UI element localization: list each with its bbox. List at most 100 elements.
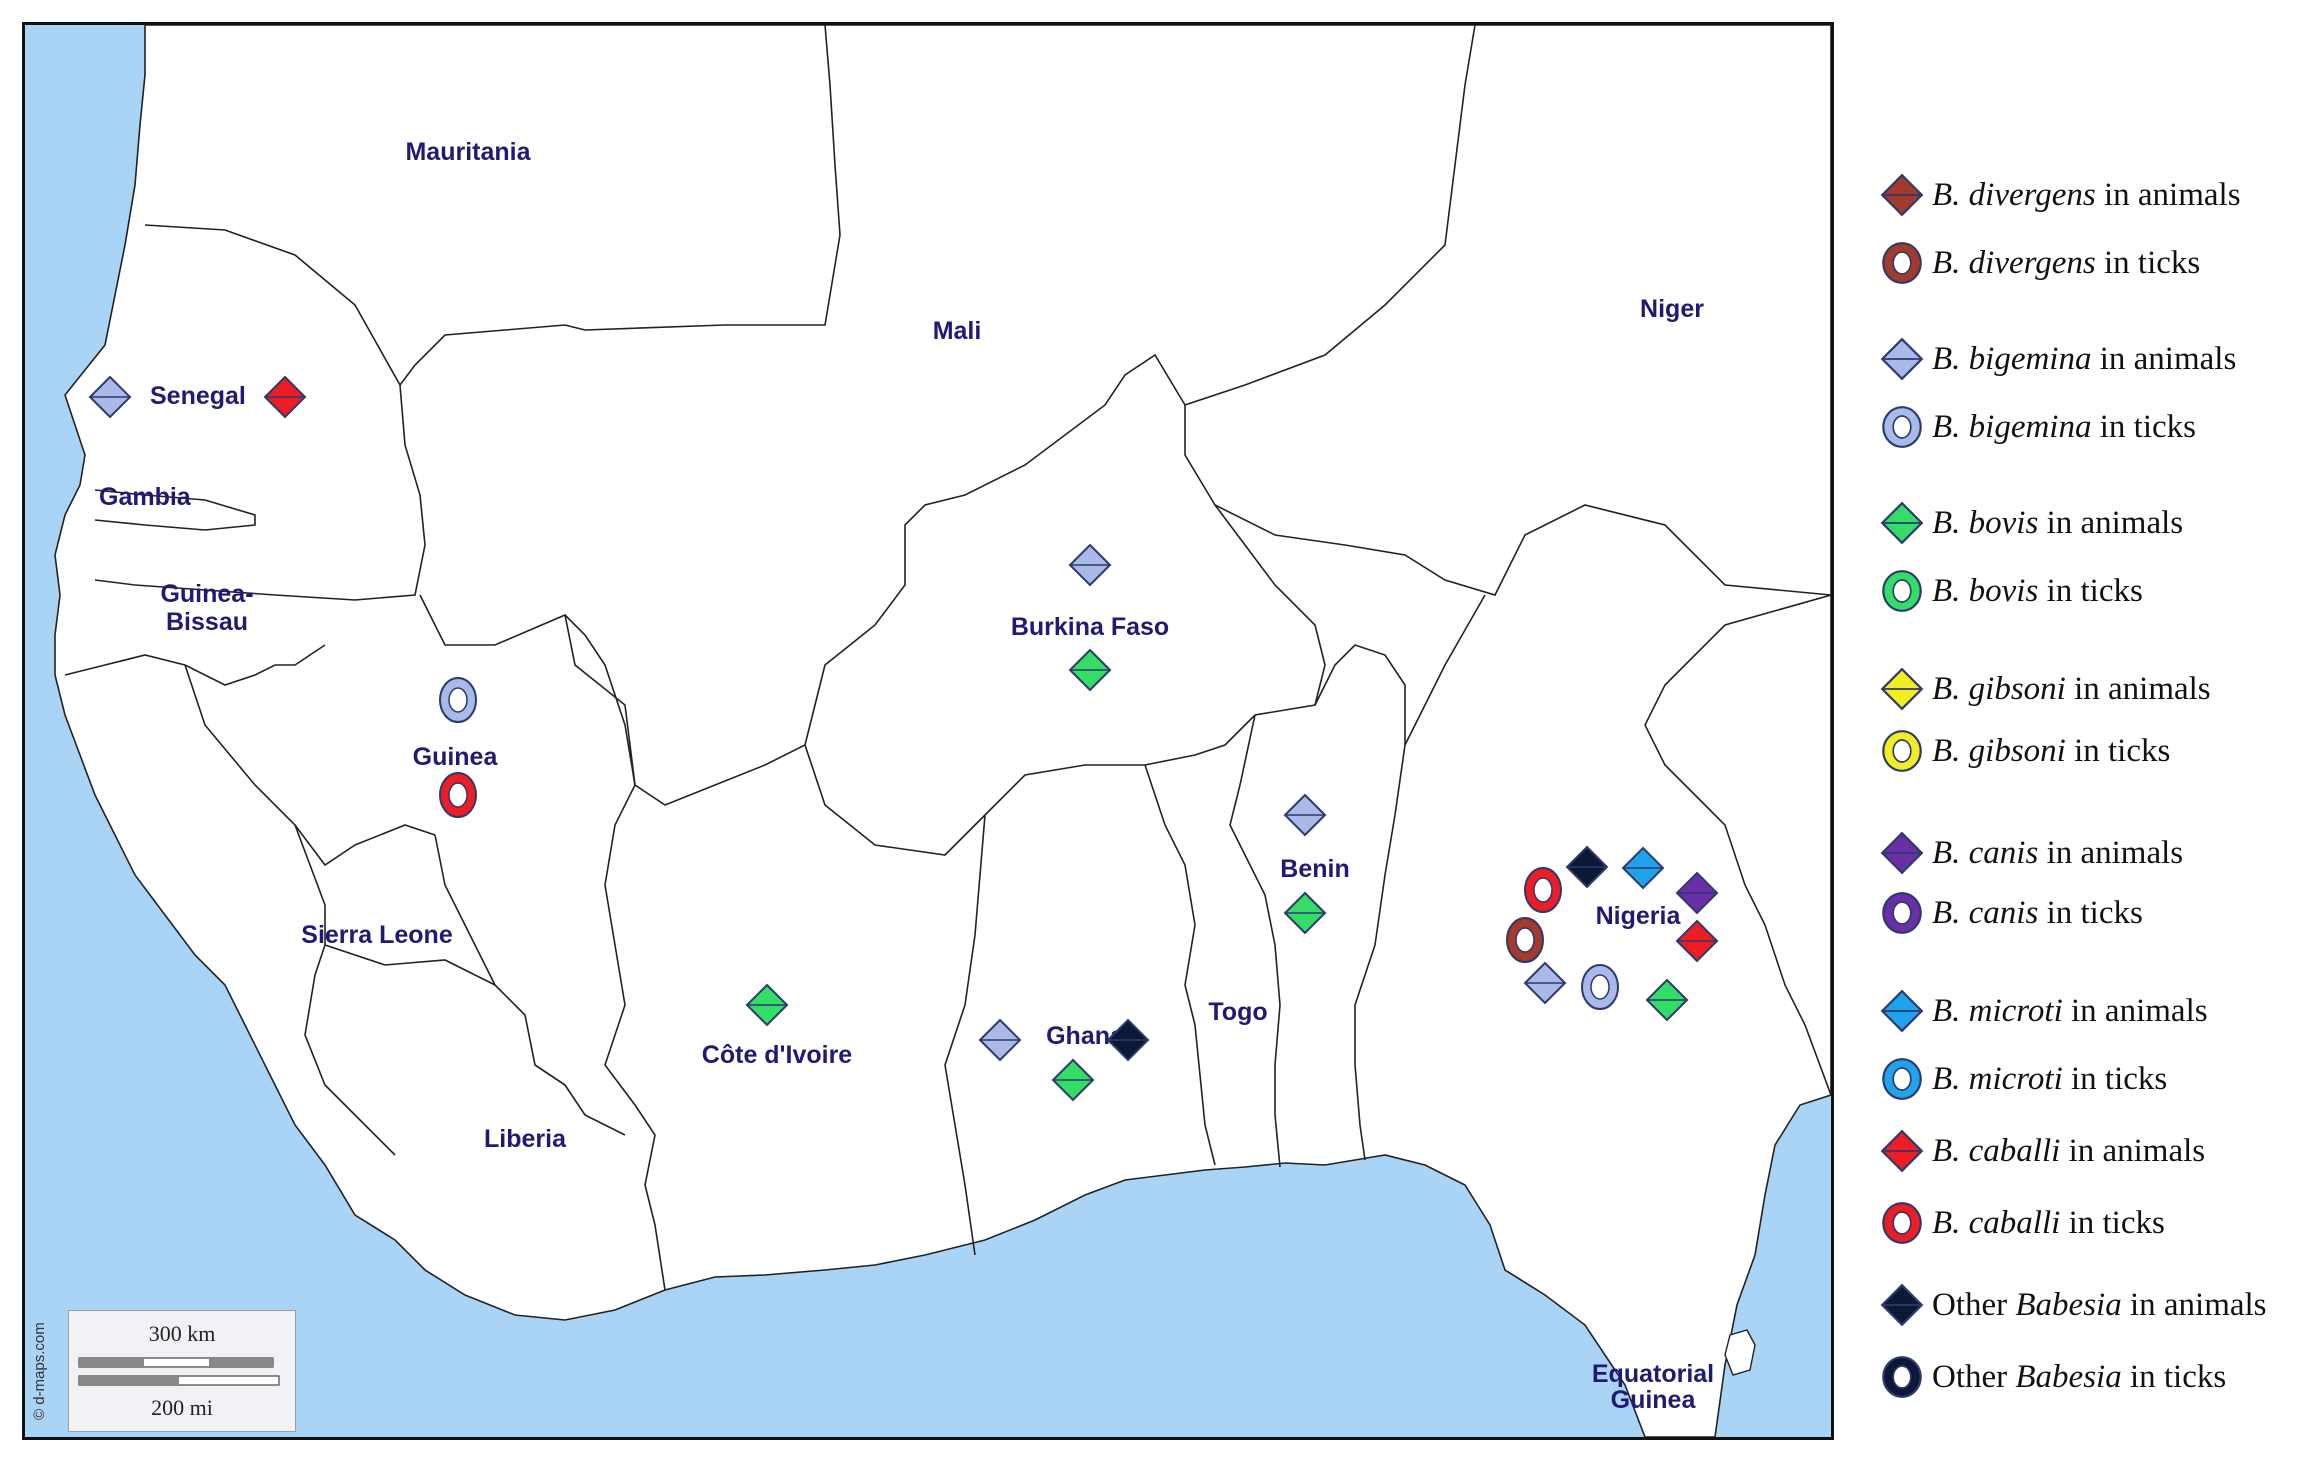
legend-item-bigemina-ticks: B. bigemina in ticks	[1880, 402, 2196, 452]
legend-text-species: B. divergens	[1932, 176, 2096, 213]
borders	[64, 25, 1831, 1291]
marker-nigeria-bovis-animals[interactable]	[1645, 978, 1689, 1022]
legend-text: B. microti in ticks	[1932, 1061, 2167, 1098]
land	[54, 25, 1831, 1437]
label-cote-divoire: Côte d'Ivoire	[701, 1041, 853, 1069]
label-guinea: Guinea	[412, 743, 498, 771]
label-mauritania: Mauritania	[405, 138, 531, 166]
marker-ghana-bovis-animals[interactable]	[1051, 1058, 1095, 1102]
legend-text-species: B. canis	[1932, 894, 2039, 931]
label-benin: Benin	[1280, 855, 1350, 883]
marker-layer	[88, 375, 1719, 1102]
marker-guinea-bigemina-ticks[interactable]	[439, 677, 477, 723]
diamond-icon	[1880, 831, 1924, 875]
legend-item-gibsoni-animals: B. gibsoni in animals	[1880, 664, 2211, 714]
diamond-icon	[1880, 667, 1924, 711]
marker-burkina-faso-bigemina-animals[interactable]	[1068, 543, 1112, 587]
map-canvas[interactable]	[25, 25, 1831, 1437]
legend-text-prefix: Other	[1932, 1358, 2016, 1395]
legend-text: B. microti in animals	[1932, 993, 2208, 1030]
legend-item-caballi-animals: B. caballi in animals	[1880, 1126, 2205, 1176]
label-guinea-bissau: Guinea- Bissau	[160, 580, 254, 636]
ring-icon	[1882, 242, 1922, 284]
legend-text-suffix: in animals	[2121, 1286, 2267, 1323]
marker-nigeria-bigemina-animals[interactable]	[1523, 961, 1567, 1005]
ring-icon	[1882, 570, 1922, 612]
label-burkina-faso: Burkina Faso	[1010, 613, 1170, 641]
marker-nigeria-caballi-animals[interactable]	[1675, 919, 1719, 963]
legend-text-species: B. microti	[1932, 1060, 2063, 1097]
diamond-icon	[1880, 337, 1924, 381]
ring-icon	[1882, 1202, 1922, 1244]
marker-nigeria-caballi-ticks[interactable]	[1524, 867, 1562, 913]
label-sierra-leone: Sierra Leone	[301, 921, 453, 949]
bioko-island	[1724, 1329, 1756, 1376]
legend-text-species: B. bigemina	[1932, 340, 2092, 377]
label-mali: Mali	[932, 317, 982, 345]
label-togo: Togo	[1208, 998, 1268, 1026]
marker-burkina-faso-bovis-animals[interactable]	[1068, 648, 1112, 692]
legend-text: B. bovis in animals	[1932, 505, 2183, 542]
marker-cote-divoire-bovis-animals[interactable]	[745, 983, 789, 1027]
label-nigeria: Nigeria	[1595, 902, 1681, 930]
marker-senegal-caballi-animals[interactable]	[263, 375, 307, 419]
legend-text-species: B. gibsoni	[1932, 670, 2066, 707]
legend-text-species: B. bovis	[1932, 504, 2039, 541]
legend-text: Other Babesia in ticks	[1932, 1359, 2226, 1396]
legend-item-bovis-animals: B. bovis in animals	[1880, 498, 2183, 548]
legend-text: B. bigemina in animals	[1932, 341, 2236, 378]
scale-bars	[78, 1357, 280, 1386]
legend-text: B. divergens in ticks	[1932, 245, 2200, 282]
legend-text: Other Babesia in animals	[1932, 1287, 2267, 1324]
marker-benin-bovis-animals[interactable]	[1283, 891, 1327, 935]
legend-text: B. bigemina in ticks	[1932, 409, 2196, 446]
legend-item-canis-animals: B. canis in animals	[1880, 828, 2183, 878]
map-frame: Mauritania Mali Niger Senegal Gambia Gui…	[22, 22, 1834, 1440]
legend-text: B. canis in animals	[1932, 835, 2183, 872]
scale-km-label: 300 km	[148, 1321, 216, 1346]
legend-item-bovis-ticks: B. bovis in ticks	[1880, 566, 2143, 616]
marker-ghana-bigemina-animals[interactable]	[978, 1018, 1022, 1062]
legend-text-species: B. gibsoni	[1932, 732, 2066, 769]
label-equatorial-guinea: Equatorial Guinea	[1591, 1360, 1715, 1414]
legend-text: B. gibsoni in ticks	[1932, 733, 2170, 770]
marker-benin-bigemina-animals[interactable]	[1283, 793, 1327, 837]
ring-icon	[1882, 892, 1922, 934]
legend-item-bigemina-animals: B. bigemina in animals	[1880, 334, 2236, 384]
label-gambia: Gambia	[99, 483, 191, 511]
legend-text: B. bovis in ticks	[1932, 573, 2143, 610]
marker-nigeria-other-animals[interactable]	[1565, 845, 1609, 889]
marker-senegal-bigemina-animals[interactable]	[88, 375, 132, 419]
marker-nigeria-microti-animals[interactable]	[1621, 846, 1665, 890]
label-liberia: Liberia	[484, 1125, 566, 1153]
legend-item-canis-ticks: B. canis in ticks	[1880, 888, 2143, 938]
legend-text-suffix: in animals	[2038, 834, 2184, 871]
marker-nigeria-bigemina-ticks[interactable]	[1581, 964, 1619, 1010]
marker-nigeria-canis-animals[interactable]	[1675, 871, 1719, 915]
legend-text-suffix: in ticks	[2060, 1204, 2165, 1241]
legend-text-suffix: in ticks	[2121, 1358, 2227, 1395]
marker-nigeria-divergens-ticks[interactable]	[1506, 917, 1544, 963]
ring-icon	[1882, 1058, 1922, 1100]
marker-ghana-other-animals[interactable]	[1106, 1018, 1150, 1062]
label-senegal: Senegal	[150, 382, 246, 410]
legend-text-suffix: in animals	[2038, 504, 2184, 541]
diamond-icon	[1880, 173, 1924, 217]
legend-text-suffix: in animals	[2065, 670, 2211, 707]
legend-item-other-ticks: Other Babesia in ticks	[1880, 1352, 2226, 1402]
marker-guinea-caballi-ticks[interactable]	[439, 772, 477, 818]
legend-text-species: B. canis	[1932, 834, 2039, 871]
diamond-icon	[1880, 1129, 1924, 1173]
legend-text-suffix: in animals	[2091, 340, 2237, 377]
legend-text-suffix: in animals	[2095, 176, 2241, 213]
legend-text-species: B. microti	[1932, 992, 2063, 1029]
legend-text-species: B. caballi	[1932, 1132, 2061, 1169]
diamond-icon	[1880, 1283, 1924, 1327]
ring-icon	[1882, 730, 1922, 772]
ring-icon	[1882, 406, 1922, 448]
legend-text-species: Babesia	[2015, 1358, 2122, 1395]
legend-text: B. caballi in ticks	[1932, 1205, 2165, 1242]
legend-item-microti-animals: B. microti in animals	[1880, 986, 2208, 1036]
ring-icon	[1882, 1356, 1922, 1398]
legend-text-suffix: in ticks	[2038, 894, 2143, 931]
